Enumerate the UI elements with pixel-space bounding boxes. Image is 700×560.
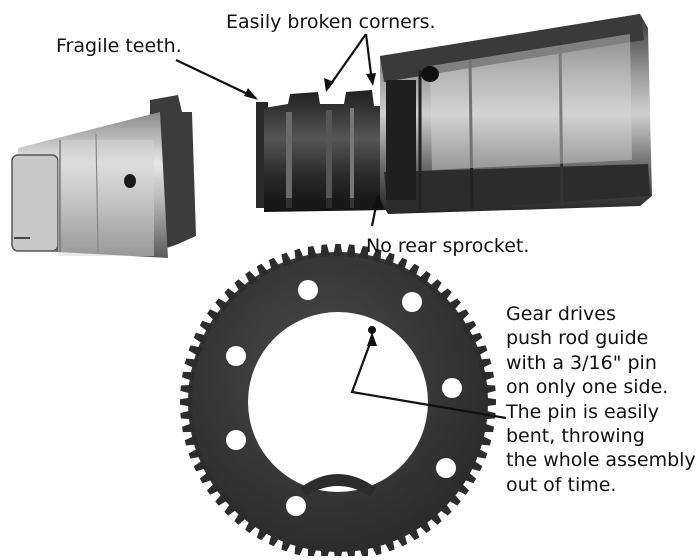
gear-tooth <box>446 492 461 506</box>
gear-tooth <box>358 544 369 558</box>
gear-tooth <box>268 532 281 547</box>
gear-note: Gear drives push rod guide with a 3/16" … <box>506 302 696 497</box>
gear-tooth <box>215 492 230 506</box>
gear-tooth <box>180 410 193 420</box>
gear-tooth <box>245 518 259 533</box>
large-gear <box>180 244 496 560</box>
gear-tooth <box>333 547 343 560</box>
gear-tooth <box>333 244 343 257</box>
gear-tooth <box>428 510 442 525</box>
label-broken-corners: Easily broken corners. <box>226 11 436 33</box>
gear-tooth <box>268 257 281 272</box>
gear-note-line: out of time. <box>506 473 617 496</box>
gear-tooth <box>468 332 483 345</box>
gear-tooth <box>184 358 199 369</box>
sprocket-section <box>256 90 386 212</box>
gear-tooth <box>371 541 382 556</box>
gear-tooth <box>437 501 452 516</box>
gear-tooth <box>483 384 496 394</box>
gear-tooth <box>234 510 248 525</box>
gear-tooth <box>193 332 208 345</box>
gear-tooth <box>462 470 477 484</box>
gear-tooth <box>234 279 248 294</box>
gear-tooth <box>473 447 488 459</box>
gear-tooth <box>446 298 461 312</box>
gear-tooth <box>256 526 270 541</box>
gear-tooth <box>480 422 494 433</box>
gear-tooth <box>180 397 193 407</box>
gear-tooth <box>428 279 442 294</box>
gear-tooth <box>184 435 199 446</box>
gear-tooth <box>224 288 239 303</box>
gear-tooth <box>320 244 330 257</box>
gear-tooth <box>188 345 203 357</box>
gear-tooth <box>346 547 356 560</box>
gear-tooth <box>307 246 318 260</box>
gear-tooth <box>480 371 494 382</box>
gear-tooth <box>417 518 431 533</box>
gear-note-line: bent, throwing <box>506 425 645 448</box>
gear-tooth <box>245 271 259 286</box>
gear-tooth <box>395 532 408 547</box>
gear-tooth <box>294 248 305 263</box>
gear-tooth <box>294 541 305 556</box>
gear-tooth <box>307 544 318 558</box>
gear-tooth <box>468 459 483 472</box>
gear-tooth <box>358 246 369 260</box>
gear-tooth <box>199 320 214 334</box>
gear-tooth <box>207 481 222 495</box>
gear-tooth <box>477 435 492 446</box>
gear-tooth <box>383 537 395 552</box>
gear-tooth <box>454 309 469 323</box>
gear-tooth <box>193 459 208 472</box>
gear-tooth <box>207 309 222 323</box>
gear-tooth <box>180 384 193 394</box>
gear-tooth <box>182 371 196 382</box>
gear-note-line: with a 3/16" pin <box>506 351 657 374</box>
gear-tooth <box>371 248 382 263</box>
gear-tooth <box>406 263 420 278</box>
gear-tooth <box>281 537 293 552</box>
gear-tooth <box>406 526 420 541</box>
gear-note-line: Gear drives <box>506 303 616 325</box>
gear-tooth <box>188 447 203 459</box>
gear-note-line: the whole assembly <box>506 449 696 472</box>
gear-tooth <box>215 298 230 312</box>
gear-note-line: The pin is easily <box>506 400 660 423</box>
gear-note-line: on only one side. <box>506 376 669 399</box>
gear-tooth <box>454 481 469 495</box>
gear-tooth <box>346 244 356 257</box>
gear-tooth <box>182 422 196 433</box>
gear-tooth <box>473 345 488 357</box>
rotor-cylinder <box>380 14 652 214</box>
gear-tooth <box>417 271 431 286</box>
gear-tooth <box>477 358 492 369</box>
pointer-arrowheads <box>244 73 383 346</box>
gear-tooth <box>256 263 270 278</box>
label-no-rear-sprocket: No rear sprocket. <box>366 235 530 257</box>
gear-tooth <box>281 252 293 267</box>
label-fragile-teeth: Fragile teeth. <box>56 35 182 57</box>
gear-note-line: push rod guide <box>506 327 649 350</box>
gear-tooth <box>462 320 477 334</box>
gear-tooth <box>483 397 496 407</box>
gear-tooth <box>199 470 214 484</box>
gear-tooth <box>437 288 452 303</box>
gear-tooth <box>383 252 395 267</box>
gear-tooth <box>320 547 330 560</box>
silver-hub <box>11 95 196 258</box>
gear-tooth <box>224 501 239 516</box>
gear-tooth <box>395 257 408 272</box>
